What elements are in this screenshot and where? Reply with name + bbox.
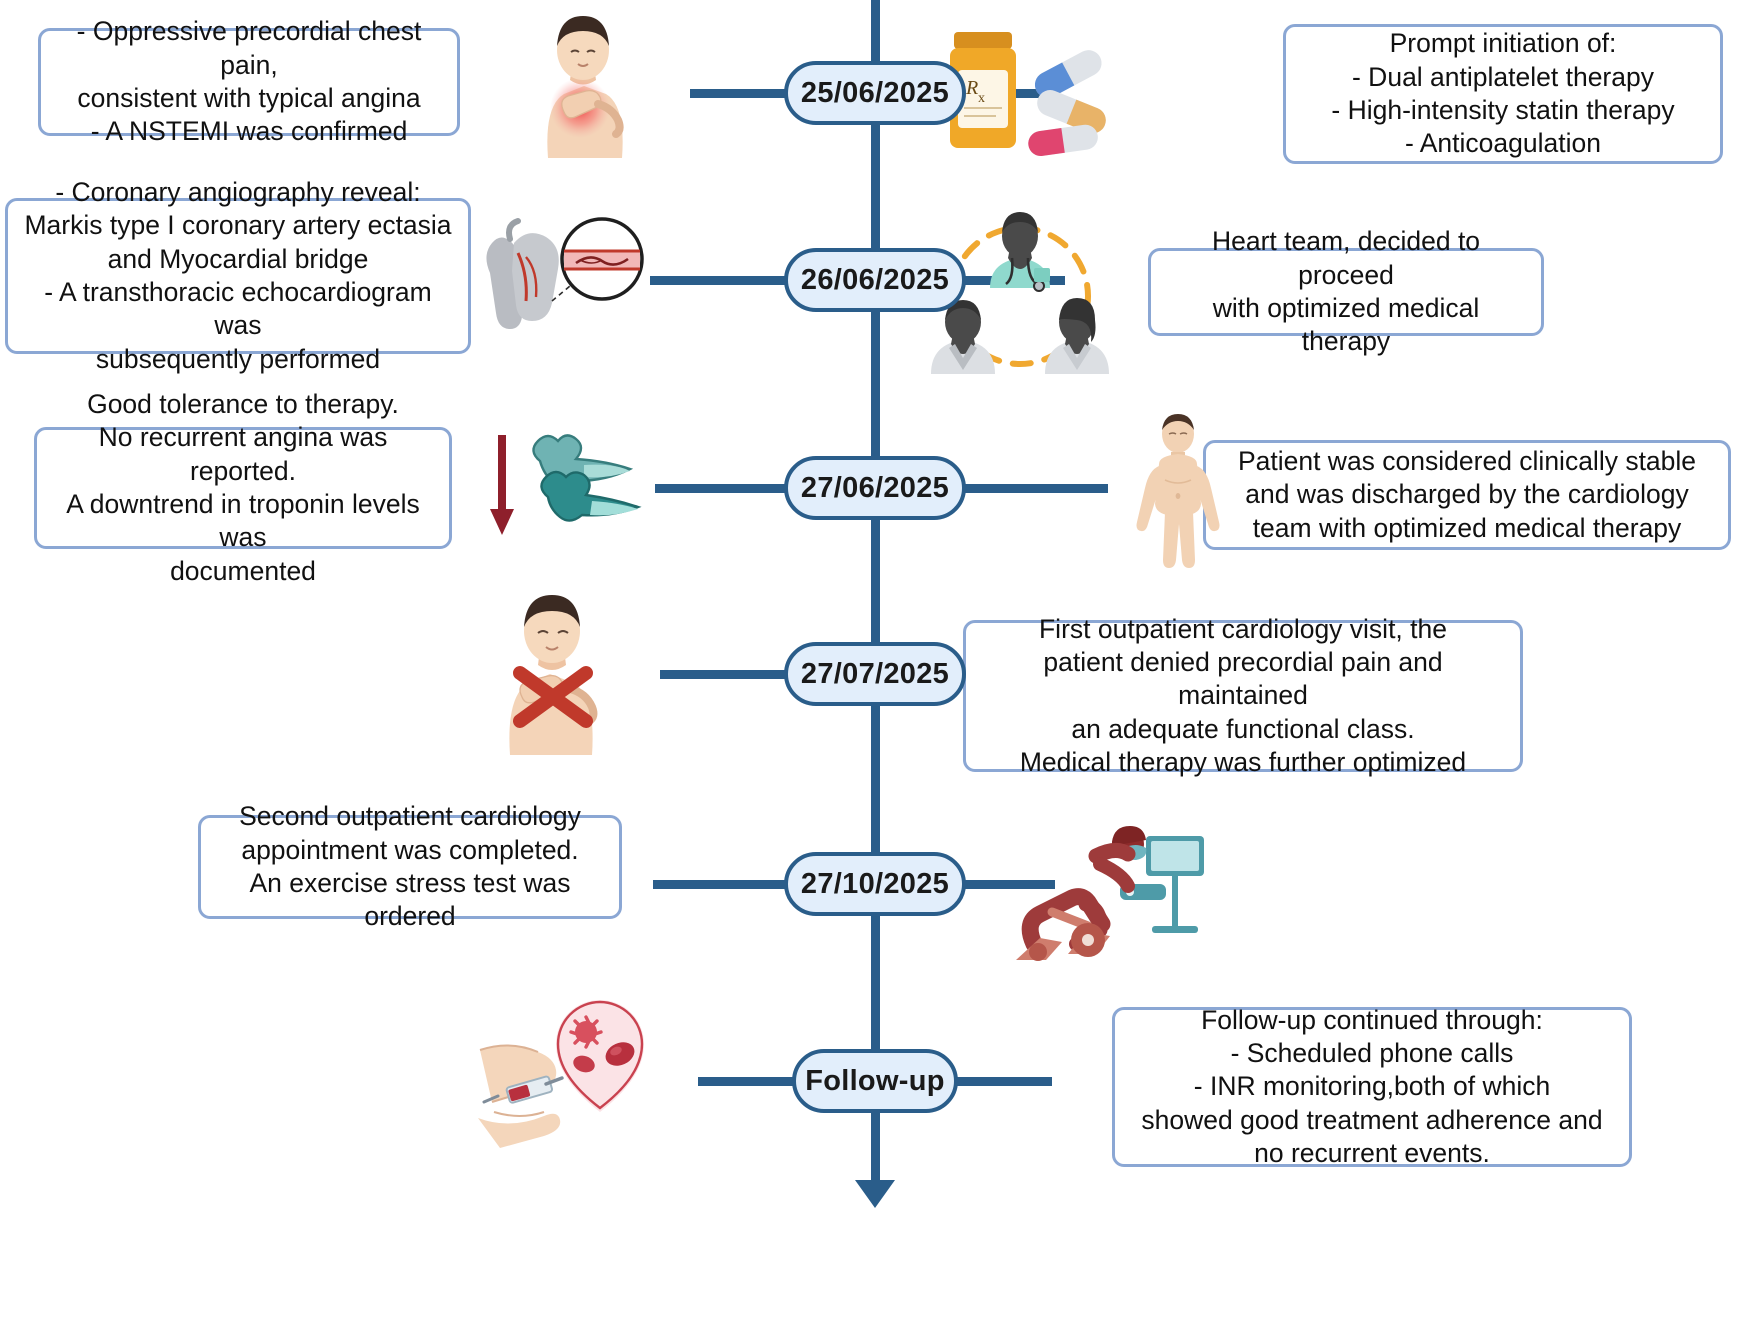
pill-bottle-medication-icon: R x xyxy=(936,22,1126,162)
timeline-node-6[interactable]: Follow-up xyxy=(792,1049,958,1113)
event-2-left-text: - Coronary angiography reveal: Markis ty… xyxy=(5,177,471,374)
timeline-arrow-icon xyxy=(855,1180,895,1208)
event-2-right-text: Heart team, decided to proceed with opti… xyxy=(1148,226,1544,356)
timeline-node-3[interactable]: 27/06/2025 xyxy=(784,456,966,520)
event-3-right-text: Patient was considered clinically stable… xyxy=(1203,440,1731,550)
connector-left-5 xyxy=(653,880,790,889)
svg-text:x: x xyxy=(978,91,985,106)
event-1-right-text: Prompt initiation of: - Dual antiplatele… xyxy=(1283,24,1723,164)
connector-right-6 xyxy=(952,1077,1052,1086)
connector-left-2 xyxy=(650,276,790,285)
no-chest-pain-patient-icon xyxy=(470,585,645,755)
troponin-downtrend-icon xyxy=(488,425,653,540)
event-4-right-text: First outpatient cardiology visit, the p… xyxy=(963,614,1523,777)
connector-right-5 xyxy=(960,880,1055,889)
standing-patient-icon xyxy=(1113,412,1243,572)
timeline-node-2[interactable]: 26/06/2025 xyxy=(784,248,966,312)
timeline-node-5[interactable]: 27/10/2025 xyxy=(784,852,966,916)
timeline-spine xyxy=(871,0,880,1190)
connector-left-4 xyxy=(660,670,790,679)
svg-text:R: R xyxy=(965,77,978,99)
chest-pain-patient-icon xyxy=(508,8,658,158)
exercise-stress-test-bike-icon xyxy=(1000,812,1215,972)
connector-right-3 xyxy=(960,484,1108,493)
heart-artery-magnifier-icon xyxy=(480,215,660,345)
connector-left-6 xyxy=(698,1077,798,1086)
event-5-left-text: Second outpatient cardiology appointment… xyxy=(198,801,622,931)
connector-left-3 xyxy=(655,484,790,493)
event-3-left-text: Good tolerance to therapy. No recurrent … xyxy=(34,389,452,586)
connector-left-1 xyxy=(690,89,790,98)
blood-draw-sample-icon xyxy=(476,992,656,1152)
event-6-right-text: Follow-up continued through: - Scheduled… xyxy=(1112,1005,1632,1168)
heart-team-doctors-icon xyxy=(905,196,1135,381)
timeline-node-4[interactable]: 27/07/2025 xyxy=(784,642,966,706)
timeline-node-1[interactable]: 25/06/2025 xyxy=(784,61,966,125)
event-1-left-text: - Oppressive precordial chest pain, cons… xyxy=(38,16,460,146)
